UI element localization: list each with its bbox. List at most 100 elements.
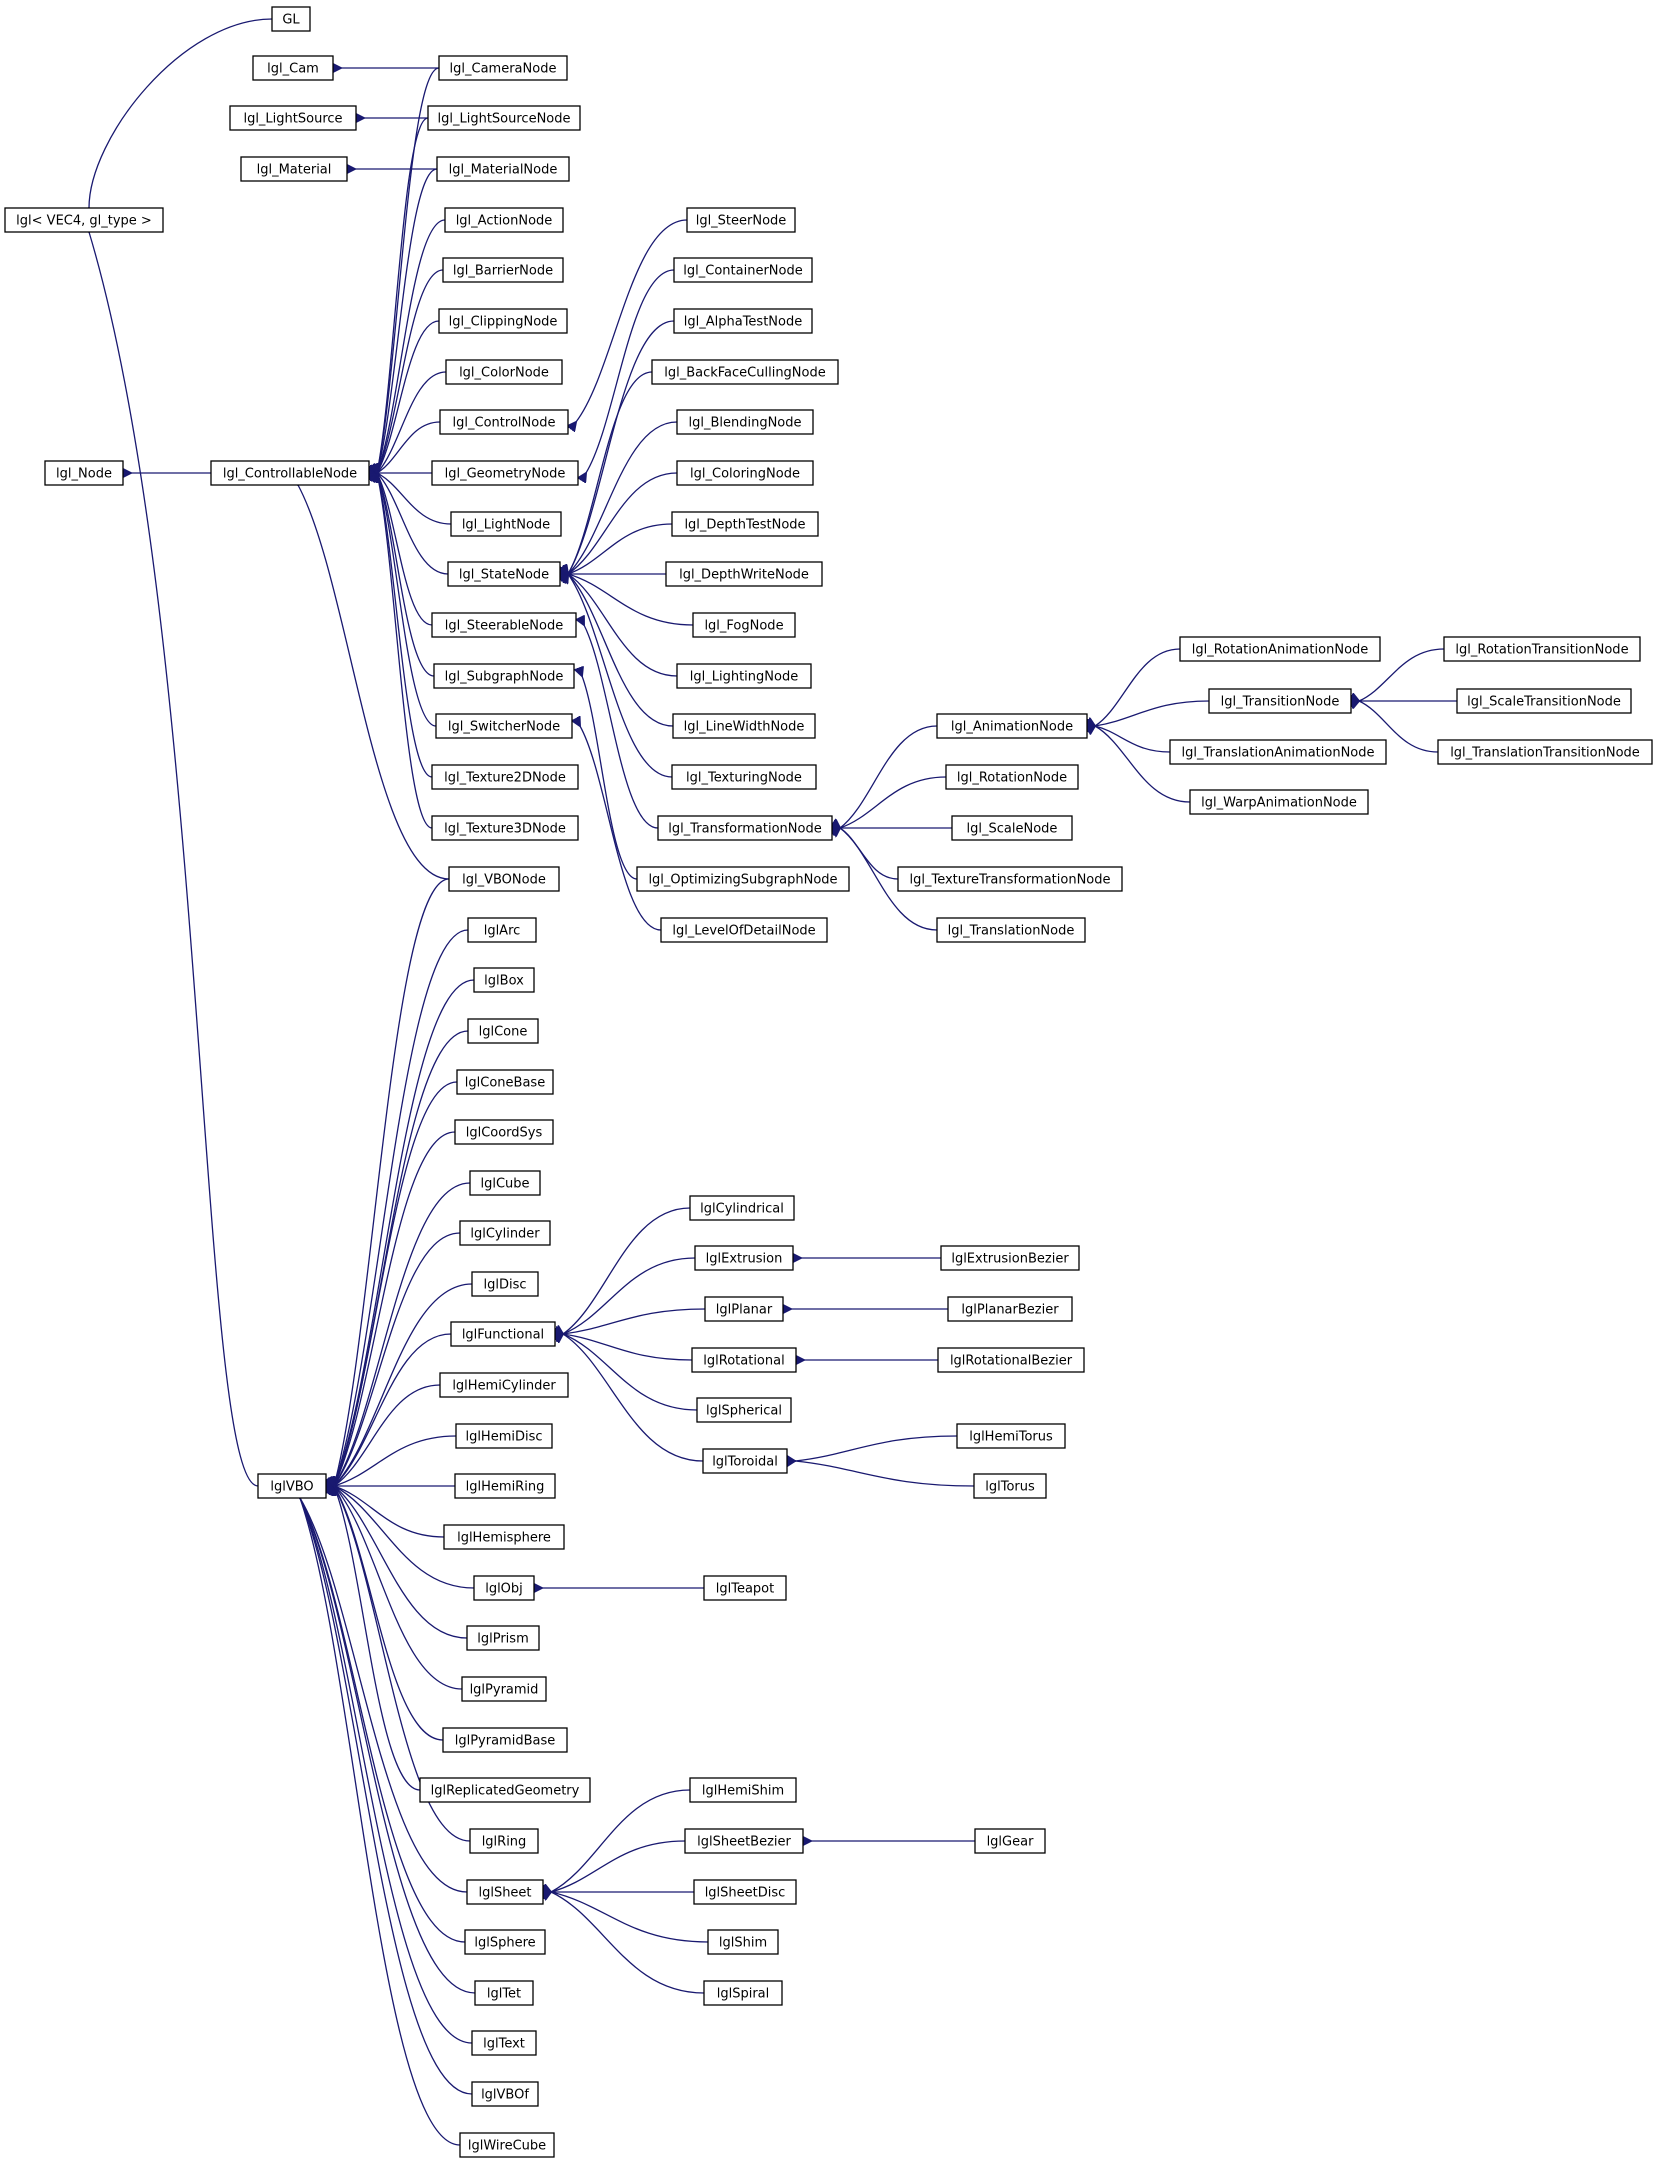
class-node-lgl-levelofdetailnode[interactable]: lgl_LevelOfDetailNode [660,917,828,943]
class-node-lgl-alphatestnode[interactable]: lgl_AlphaTestNode [673,308,813,334]
class-node-lglrotationalbezier[interactable]: lglRotationalBezier [937,1347,1085,1373]
class-node-lglbox[interactable]: lglBox [473,967,535,993]
class-node-lgl-statenode[interactable]: lgl_StateNode [447,561,561,587]
class-node-lglsheetdisc[interactable]: lglSheetDisc [693,1879,797,1905]
class-node-lgl-controllablenode[interactable]: lgl_ControllableNode [210,460,370,486]
class-node-lglplanarbezier[interactable]: lglPlanarBezier [947,1296,1073,1322]
class-node-lgl-subgraphnode[interactable]: lgl_SubgraphNode [433,663,575,689]
class-node-lgl-vec4[interactable]: lgl< VEC4, gl_type > [4,207,164,233]
class-box [252,55,334,81]
class-node-lgl-rotationanimationnode[interactable]: lgl_RotationAnimationNode [1179,636,1381,662]
class-node-lglgear[interactable]: lglGear [974,1828,1046,1854]
class-node-lgl-linewidthnode[interactable]: lgl_LineWidthNode [672,713,816,739]
class-node-lgl-animationnode[interactable]: lgl_AnimationNode [936,713,1088,739]
class-node-lgl-cameranode[interactable]: lgl_CameraNode [438,55,568,81]
class-node-lglcone[interactable]: lglCone [467,1018,539,1044]
class-node-lgl-texture3dnode[interactable]: lgl_Texture3DNode [431,815,579,841]
class-node-lglprism[interactable]: lglPrism [466,1625,540,1651]
class-node-lgltext[interactable]: lglText [471,2030,537,2056]
class-box [431,815,579,841]
class-node-lglhemicylinder[interactable]: lglHemiCylinder [439,1372,569,1398]
class-node-lgl-backfacecullingnode[interactable]: lgl_BackFaceCullingNode [651,359,839,385]
class-node-lgl-containernode[interactable]: lgl_ContainerNode [673,257,813,283]
class-node-lgl-coloringnode[interactable]: lgl_ColoringNode [676,460,814,486]
class-node-lglteapot[interactable]: lglTeapot [703,1575,787,1601]
class-node-lgl-optimizingsubgraphnode[interactable]: lgl_OptimizingSubgraphNode [636,866,850,892]
class-node-lglfunctional[interactable]: lglFunctional [450,1321,556,1347]
class-node-lgl-clippingnode[interactable]: lgl_ClippingNode [438,308,568,334]
class-node-lglvbo[interactable]: lglVBO [257,1473,327,1499]
class-box [471,2081,539,2107]
class-node-lglcylinder[interactable]: lglCylinder [459,1220,551,1246]
class-node-lglsheetbezier[interactable]: lglSheetBezier [684,1828,804,1854]
class-node-lglhemishim[interactable]: lglHemiShim [689,1777,797,1803]
class-node-lglarc[interactable]: lglArc [467,917,537,943]
class-node-lglhemidisc[interactable]: lglHemiDisc [455,1423,553,1449]
class-node-lgl-node[interactable]: lgl_Node [44,460,124,486]
class-node-lgl-transformationnode[interactable]: lgl_TransformationNode [657,815,833,841]
class-node-lgl-switchernode[interactable]: lgl_SwitcherNode [435,713,573,739]
class-node-lgl-cam[interactable]: lgl_Cam [252,55,334,81]
class-node-lgl-texture2dnode[interactable]: lgl_Texture2DNode [431,764,579,790]
class-node-lgl-fognode[interactable]: lgl_FogNode [692,612,796,638]
class-node-lgl-lightnode[interactable]: lgl_LightNode [450,511,562,537]
class-node-lgl-scalenode[interactable]: lgl_ScaleNode [951,815,1073,841]
class-node-lgl-blendingnode[interactable]: lgl_BlendingNode [676,409,814,435]
class-node-lgl-vbonode[interactable]: lgl_VBONode [448,866,560,892]
class-node-gl[interactable]: GL [271,6,311,32]
class-node-lglhemiring[interactable]: lglHemiRing [454,1473,556,1499]
class-node-lgl-geometrynode[interactable]: lgl_GeometryNode [431,460,579,486]
class-node-lglspherical[interactable]: lglSpherical [696,1397,792,1423]
class-node-lgltet[interactable]: lglTet [474,1980,534,2006]
class-node-lgl-steernode[interactable]: lgl_SteerNode [686,207,796,233]
class-node-lglsheet[interactable]: lglSheet [466,1879,544,1905]
class-node-lglpyramidbase[interactable]: lglPyramidBase [442,1727,568,1753]
class-node-lgl-depthwritenode[interactable]: lgl_DepthWriteNode [665,561,823,587]
class-node-lglpyramid[interactable]: lglPyramid [461,1676,547,1702]
class-box [1189,789,1369,815]
class-node-lgl-rotationnode[interactable]: lgl_RotationNode [945,764,1079,790]
class-node-lgl-texturingnode[interactable]: lgl_TexturingNode [671,764,817,790]
class-node-lgl-materialnode[interactable]: lgl_MaterialNode [436,156,570,182]
class-node-lglhemitorus[interactable]: lglHemiTorus [956,1423,1066,1449]
class-node-lgl-warpanimationnode[interactable]: lgl_WarpAnimationNode [1189,789,1369,815]
class-node-lgl-material[interactable]: lgl_Material [240,156,348,182]
class-node-lglspiral[interactable]: lglSpiral [703,1980,783,2006]
class-node-lgl-controlnode[interactable]: lgl_ControlNode [439,409,569,435]
class-node-lgl-actionnode[interactable]: lgl_ActionNode [444,207,564,233]
class-node-lgl-translationanimationnode[interactable]: lgl_TranslationAnimationNode [1169,739,1387,765]
class-node-lglshim[interactable]: lglShim [707,1929,779,1955]
class-node-lgldisc[interactable]: lglDisc [471,1271,539,1297]
class-node-lgl-lightingnode[interactable]: lgl_LightingNode [676,663,812,689]
class-node-lglcylindrical[interactable]: lglCylindrical [689,1195,795,1221]
class-node-lgltorus[interactable]: lglTorus [973,1473,1047,1499]
class-node-lgl-barriernode[interactable]: lgl_BarrierNode [442,257,564,283]
class-node-lglwirecube[interactable]: lglWireCube [459,2132,555,2158]
class-node-lgltoroidal[interactable]: lglToroidal [702,1448,788,1474]
class-node-lgl-translationnode[interactable]: lgl_TranslationNode [936,917,1086,943]
class-node-lglobj[interactable]: lglObj [473,1575,535,1601]
class-node-lglvbof[interactable]: lglVBOf [471,2081,539,2107]
class-node-lglplanar[interactable]: lglPlanar [704,1296,784,1322]
class-node-lglcube[interactable]: lglCube [469,1170,541,1196]
class-node-lglhemisphere[interactable]: lglHemisphere [443,1524,565,1550]
class-node-lgl-steerablenode[interactable]: lgl_SteerableNode [431,612,577,638]
class-node-lglring[interactable]: lglRing [469,1828,539,1854]
class-node-lglextrusionbezier[interactable]: lglExtrusionBezier [940,1245,1080,1271]
class-node-lgl-scaletransitionnode[interactable]: lgl_ScaleTransitionNode [1456,688,1632,714]
class-node-lgl-rotationtransitionnode[interactable]: lgl_RotationTransitionNode [1443,636,1641,662]
class-node-lgl-depthtestnode[interactable]: lgl_DepthTestNode [671,511,819,537]
class-node-lgl-transitionnode[interactable]: lgl_TransitionNode [1208,688,1352,714]
class-node-lglrotational[interactable]: lglRotational [691,1347,797,1373]
class-node-lgl-texturetransformationnode[interactable]: lgl_TextureTransformationNode [897,866,1123,892]
class-node-lgl-lightsourcenode[interactable]: lgl_LightSourceNode [427,105,581,131]
class-node-lgl-colornode[interactable]: lgl_ColorNode [445,359,563,385]
class-node-lgl-lightsource[interactable]: lgl_LightSource [229,105,357,131]
class-node-lglreplicatedgeometry[interactable]: lglReplicatedGeometry [419,1777,591,1803]
class-node-lgl-translationtransitionnode[interactable]: lgl_TranslationTransitionNode [1437,739,1653,765]
class-node-lglconebase[interactable]: lglConeBase [456,1069,554,1095]
class-label: lgl_CameraNode [450,62,557,77]
class-node-lglextrusion[interactable]: lglExtrusion [694,1245,794,1271]
class-node-lglsphere[interactable]: lglSphere [464,1929,546,1955]
class-node-lglcoordsys[interactable]: lglCoordSys [454,1119,554,1145]
